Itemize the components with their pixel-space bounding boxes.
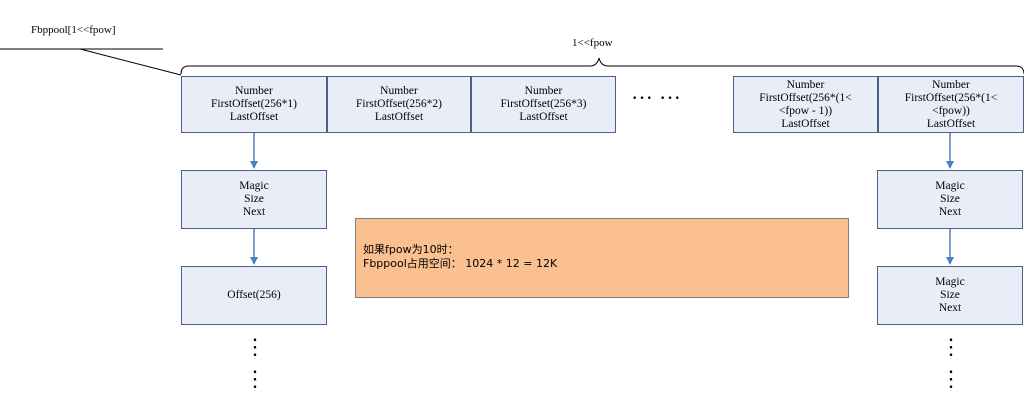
entry-field: FirstOffset(256*(1<	[759, 91, 852, 104]
entry-field: LastOffset	[374, 111, 424, 123]
entry-field: Number	[786, 78, 825, 91]
left-header-node: Magic Size Next	[181, 170, 327, 229]
node-field: Size	[940, 193, 960, 205]
right-continuation-dots-1: ⋮	[940, 334, 962, 359]
node-field: Size	[244, 193, 264, 205]
right-header-node-1: Magic Size Next	[877, 170, 1023, 229]
left-continuation-dots-2: ⋮	[244, 366, 266, 391]
entry-field: Number	[235, 85, 273, 97]
node-field: Next	[242, 206, 266, 218]
node-field: Size	[940, 289, 960, 301]
span-label: 1<<fpow	[572, 37, 613, 49]
entry-field: LastOffset	[781, 117, 830, 130]
pool-label: Fbppool[1<<fpow]	[31, 24, 116, 36]
left-continuation-dots-1: ⋮	[244, 334, 266, 359]
entry-field: LastOffset	[926, 117, 976, 130]
note-line-1: 如果fpow为10时：	[363, 243, 459, 256]
node-field: Magic	[935, 180, 965, 192]
pool-entry-n-minus-1: Number FirstOffset(256*(1< <fpow - 1)) L…	[733, 76, 878, 133]
span-brace	[180, 57, 1024, 75]
entry-field: <fpow - 1))	[778, 104, 833, 117]
node-field: Magic	[935, 276, 965, 288]
pool-entry-n: Number FirstOffset(256*(1< <fpow)) LastO…	[878, 76, 1024, 133]
pool-entry-2: Number FirstOffset(256*2) LastOffset	[327, 76, 471, 133]
entry-field: FirstOffset(256*(1<	[904, 91, 998, 104]
pool-entry-3: Number FirstOffset(256*3) LastOffset	[471, 76, 616, 133]
size-note: 如果fpow为10时： Fbppool占用空间： 1024 * 12 = 12K	[355, 218, 849, 298]
node-field: Next	[938, 302, 962, 314]
entry-field: FirstOffset(256*2)	[355, 98, 443, 110]
pool-leader-line	[79, 48, 182, 76]
node-field: Next	[938, 206, 962, 218]
entry-field: <fpow))	[932, 104, 970, 117]
entry-field: LastOffset	[229, 111, 279, 123]
node-field: Magic	[239, 180, 269, 192]
entry-field: LastOffset	[519, 111, 568, 123]
right-header-node-2: Magic Size Next	[877, 266, 1023, 325]
entry-field: FirstOffset(256*1)	[210, 98, 298, 110]
entry-field: Number	[524, 85, 563, 97]
node-field: Offset(256)	[227, 289, 281, 301]
ellipsis: ··· ···	[632, 90, 683, 107]
note-line-2: Fbppool占用空间： 1024 * 12 = 12K	[363, 257, 558, 270]
entry-field: Number	[932, 78, 970, 91]
entry-field: Number	[380, 85, 418, 97]
pool-entry-1: Number FirstOffset(256*1) LastOffset	[181, 76, 327, 133]
left-offset-node: Offset(256)	[181, 266, 327, 325]
entry-field: FirstOffset(256*3)	[500, 98, 587, 110]
right-continuation-dots-2: ⋮	[940, 366, 962, 391]
